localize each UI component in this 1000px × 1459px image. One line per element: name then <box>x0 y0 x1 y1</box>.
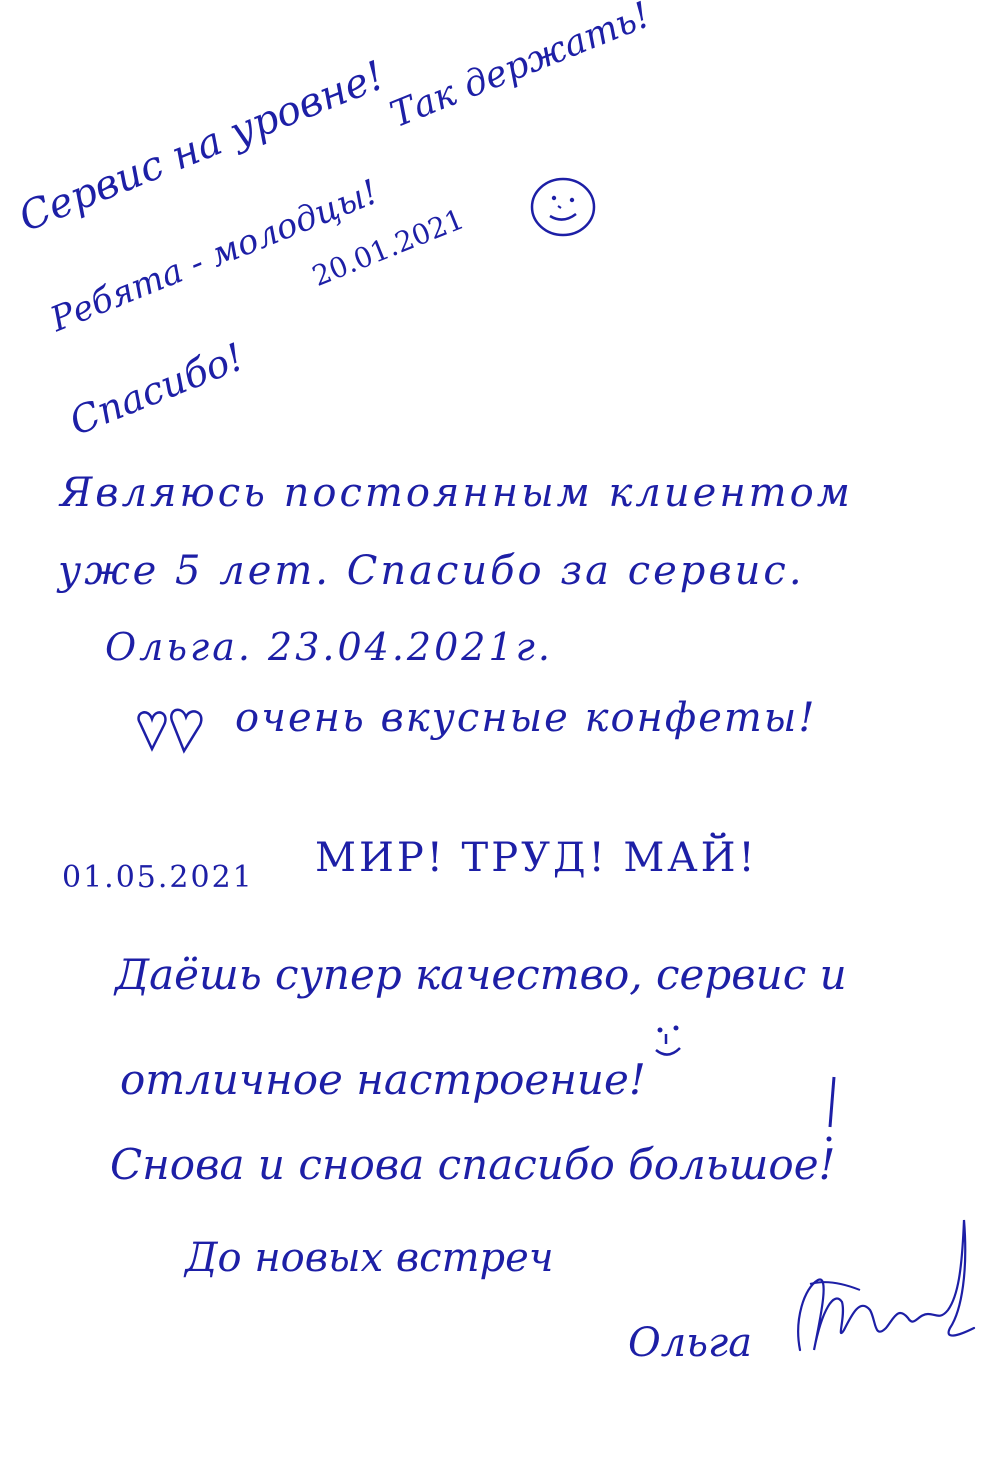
entry-1-line-2: Так держать! <box>384 0 657 136</box>
entry-2-line-4: очень вкусные конфеты! <box>235 695 817 741</box>
entry-3-line-1: МИР! ТРУД! МАЙ! <box>315 835 758 881</box>
entry-1-line-4: Спасибо! <box>63 334 250 444</box>
smiley-icon <box>655 1025 681 1056</box>
entry-3-line-5: До новых встреч <box>185 1235 554 1281</box>
entry-3-name: Ольга <box>628 1320 753 1366</box>
entry-3-date: 01.05.2021 <box>62 860 254 895</box>
exclamation-mark <box>826 1076 836 1142</box>
entry-3-line-4: Снова и снова спасибо большое! <box>110 1140 836 1189</box>
hearts-icon <box>137 708 203 754</box>
entry-3-line-3: отличное настроение! <box>120 1055 646 1104</box>
entry-3-line-2: Даёшь супер качество, сервис и <box>115 950 847 999</box>
signature <box>797 1219 976 1352</box>
smiley-icon <box>530 177 596 237</box>
entry-2-line-3: Ольга. 23.04.2021г. <box>105 625 553 669</box>
entry-2-line-1: Являюсь постоянным клиентом <box>60 470 853 516</box>
entry-2-line-2: уже 5 лет. Спасибо за сервис. <box>58 548 805 594</box>
